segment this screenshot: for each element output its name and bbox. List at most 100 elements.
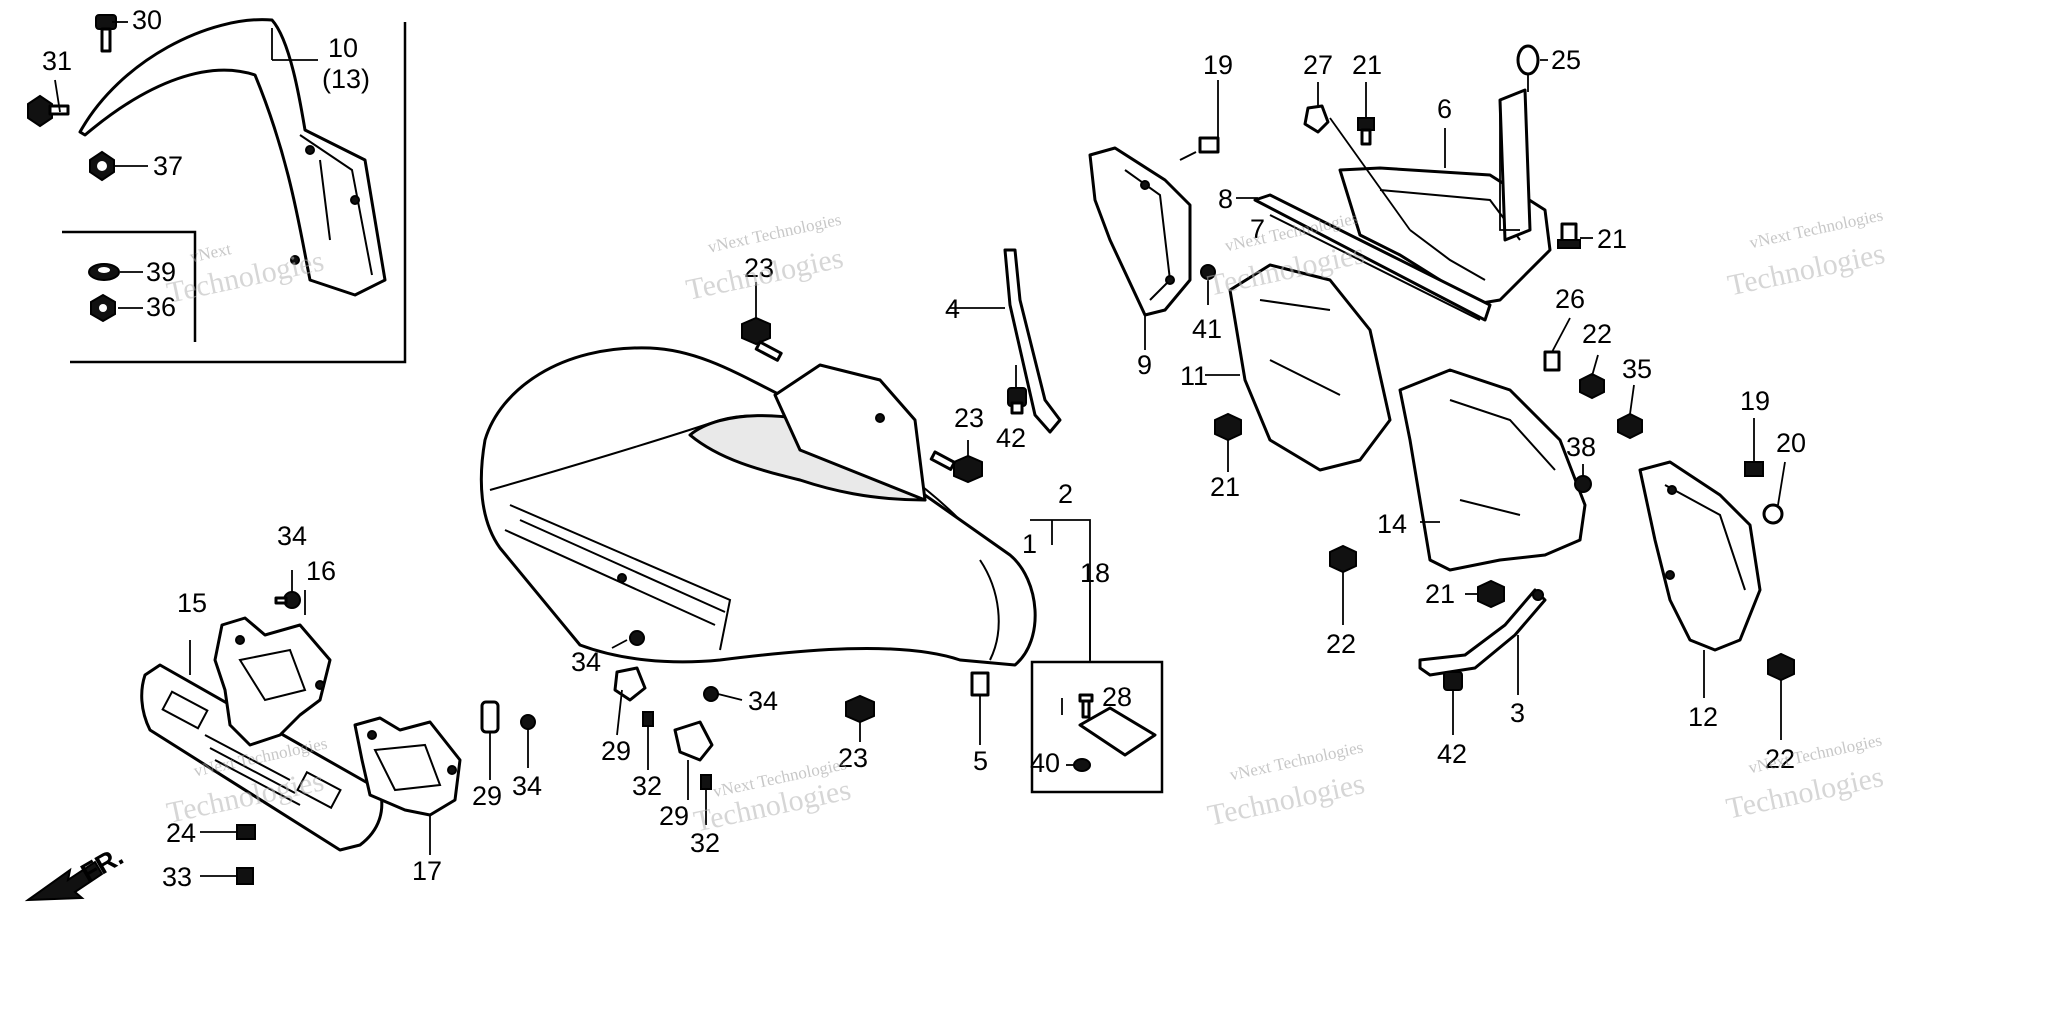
- callout-32a: 32: [632, 771, 662, 801]
- callout-11: 11: [1180, 361, 1208, 391]
- nut-42a: [1007, 387, 1027, 415]
- callout-5: 5: [973, 746, 988, 776]
- screw-28: [1078, 693, 1094, 719]
- clip-29c: [480, 700, 500, 734]
- callout-1: 1: [1022, 529, 1037, 559]
- bolt-31: [27, 94, 70, 128]
- callout-19b: 19: [1740, 386, 1770, 416]
- bolt-22c: [1767, 652, 1795, 682]
- callout-8: 8: [1218, 184, 1233, 214]
- callout-17: 17: [412, 856, 442, 886]
- screw-33: [236, 867, 254, 885]
- callout-21b: 21: [1597, 224, 1627, 254]
- nut-37: [89, 150, 115, 182]
- bolt-19b: [1744, 461, 1764, 477]
- watermark: vNext Technologies Technologies: [1725, 205, 1888, 302]
- bolt-35: [1617, 412, 1643, 440]
- inset-box-frame: [62, 22, 407, 364]
- callout-27: 27: [1303, 50, 1333, 80]
- watermark: vNext Technologies Technologies: [683, 210, 846, 307]
- inner-panel-11: [1228, 263, 1392, 472]
- callout-31: 31: [42, 46, 72, 76]
- leader-lines: [54, 21, 1786, 877]
- screw-32a: [642, 711, 654, 727]
- bolt-34c: [703, 686, 719, 702]
- callout-7: 7: [1250, 214, 1265, 244]
- bolt-34b: [629, 630, 645, 646]
- callout-41: 41: [1192, 314, 1222, 344]
- callout-30: 30: [132, 5, 162, 35]
- front-fender-1: [479, 346, 1037, 667]
- callout-35: 35: [1622, 354, 1652, 384]
- stay-4: [1003, 248, 1062, 434]
- watermark: vNext Technologies Technologies: [1723, 731, 1886, 826]
- bolt-34d: [520, 714, 536, 730]
- svg-text:Technologies: Technologies: [1205, 767, 1368, 832]
- headlight-bracket-17: [353, 716, 462, 817]
- clip-24: [236, 824, 256, 840]
- bolt-23c: [845, 694, 875, 724]
- clip-38: [1574, 475, 1592, 493]
- callout-25: 25: [1551, 45, 1581, 75]
- bolt-22a: [1579, 372, 1605, 400]
- callout-22c: 22: [1765, 744, 1795, 774]
- clip-26: [1543, 350, 1561, 372]
- callout-29c: 29: [472, 781, 502, 811]
- screw-32b: [700, 774, 712, 790]
- callout-24: 24: [166, 818, 196, 848]
- watermark: vNext Technologies Technologies: [1205, 737, 1368, 832]
- bolt-22b: [1329, 544, 1357, 574]
- callout-34d: 34: [512, 771, 542, 801]
- bolt-23a: [741, 316, 783, 362]
- bolt-21b: [1557, 222, 1581, 249]
- bolt-21c: [1214, 412, 1242, 442]
- callout-6: 6: [1437, 94, 1452, 124]
- callout-13: (13): [322, 64, 370, 94]
- callout-34a: 34: [277, 521, 307, 551]
- clip-29b: [673, 720, 714, 762]
- callout-19a: 19: [1203, 50, 1233, 80]
- callout-15: 15: [177, 588, 207, 618]
- callout-21d: 21: [1425, 579, 1455, 609]
- clip-29a: [613, 666, 647, 702]
- bolt-23b: [929, 450, 983, 484]
- callout-29a: 29: [601, 736, 631, 766]
- clip-5: [970, 671, 990, 697]
- ring-25: [1516, 44, 1540, 76]
- bolt-30: [95, 14, 117, 53]
- callout-9: 9: [1137, 350, 1152, 380]
- clip-27: [1303, 104, 1330, 134]
- callout-labels: 30 31 10 (13) 37 39 36 19 27 21 25 6 8 7…: [42, 5, 1806, 892]
- callout-28: 28: [1102, 682, 1132, 712]
- callout-10: 10: [328, 33, 358, 63]
- bolt-20: [1762, 503, 1784, 525]
- nut-36: [90, 293, 116, 323]
- callout-23c: 23: [838, 743, 868, 773]
- callout-37: 37: [153, 151, 183, 181]
- callout-40: 40: [1030, 748, 1060, 778]
- svg-text:Technologies: Technologies: [164, 244, 327, 309]
- mudguard-10: [78, 18, 387, 297]
- bolt-34a: [274, 591, 301, 609]
- callout-4: 4: [945, 294, 960, 324]
- callout-22a: 22: [1582, 319, 1612, 349]
- callout-36: 36: [146, 292, 176, 322]
- svg-text:Technologies: Technologies: [683, 241, 846, 306]
- callout-26: 26: [1555, 284, 1585, 314]
- bolt-19a: [1179, 136, 1220, 161]
- bracket-6: [1338, 88, 1552, 307]
- bolt-21d: [1477, 579, 1505, 609]
- kit-box-18-frame: [1030, 660, 1164, 794]
- side-cover-12: [1638, 460, 1762, 652]
- callout-32b: 32: [690, 828, 720, 858]
- callout-12: 12: [1688, 702, 1718, 732]
- front-direction-arrow: FR.: [24, 841, 128, 902]
- rail-8: [1253, 193, 1492, 322]
- callout-21a: 21: [1352, 50, 1382, 80]
- washer-39: [88, 263, 120, 281]
- callout-14: 14: [1377, 509, 1407, 539]
- callout-33: 33: [162, 862, 192, 892]
- callout-29b: 29: [659, 801, 689, 831]
- callout-20: 20: [1776, 428, 1806, 458]
